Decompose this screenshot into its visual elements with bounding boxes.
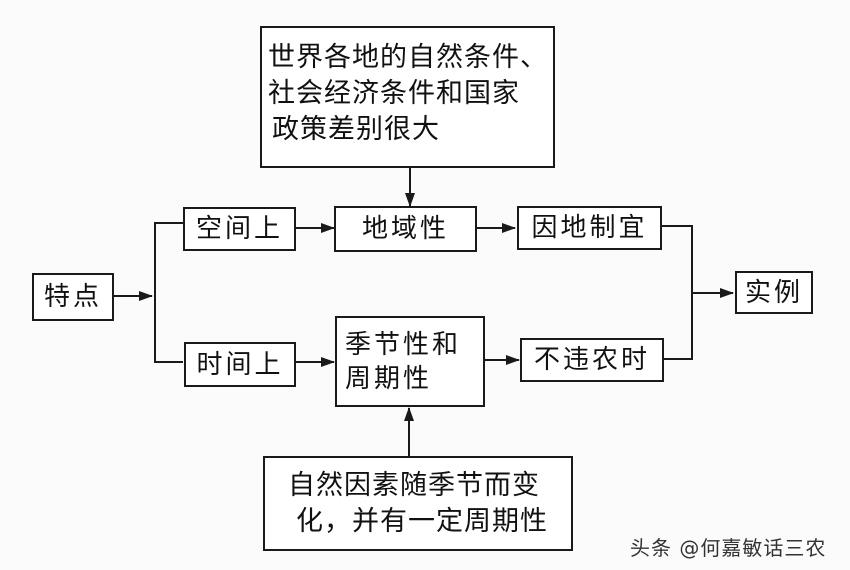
nature-line-1: 自然因素随季节而变	[288, 469, 540, 501]
features-label: 特点	[43, 282, 102, 312]
seasonality-box: 季节性和 周期性	[335, 316, 485, 407]
conditions-line-3: 政策差别很大	[272, 114, 440, 145]
examples-box: 实例	[735, 271, 813, 314]
nature-line-2: 化，并有一定周期性	[296, 505, 548, 537]
merge-line	[662, 225, 693, 360]
timely-farming-label: 不违农时	[533, 345, 650, 375]
timely-farming-box: 不违农时	[520, 338, 664, 382]
nature-box: 自然因素随季节而变 化，并有一定周期性	[263, 456, 573, 551]
conditions-line-1: 世界各地的自然条件、	[268, 42, 548, 73]
branch-line	[154, 222, 183, 363]
seasonality-line-2: 周期性	[345, 363, 433, 394]
temporal-box: 时间上	[184, 342, 296, 387]
regionality-box: 地域性	[334, 206, 477, 252]
features-box: 特点	[32, 273, 114, 321]
spatial-box: 空间上	[183, 207, 296, 251]
conditions-box: 世界各地的自然条件、 社会经济条件和国家 政策差别很大	[260, 26, 555, 168]
local-adaptation-label: 因地制宜	[531, 213, 648, 243]
temporal-label: 时间上	[196, 349, 284, 380]
regionality-label: 地域性	[361, 214, 449, 244]
seasonality-line-1: 季节性和	[345, 329, 462, 360]
local-adaptation-box: 因地制宜	[517, 206, 662, 250]
conditions-line-2: 社会经济条件和国家	[268, 78, 520, 109]
watermark: 头条 @何嘉敏话三农	[630, 536, 827, 560]
examples-label: 实例	[744, 277, 803, 308]
spatial-label: 空间上	[195, 214, 283, 244]
